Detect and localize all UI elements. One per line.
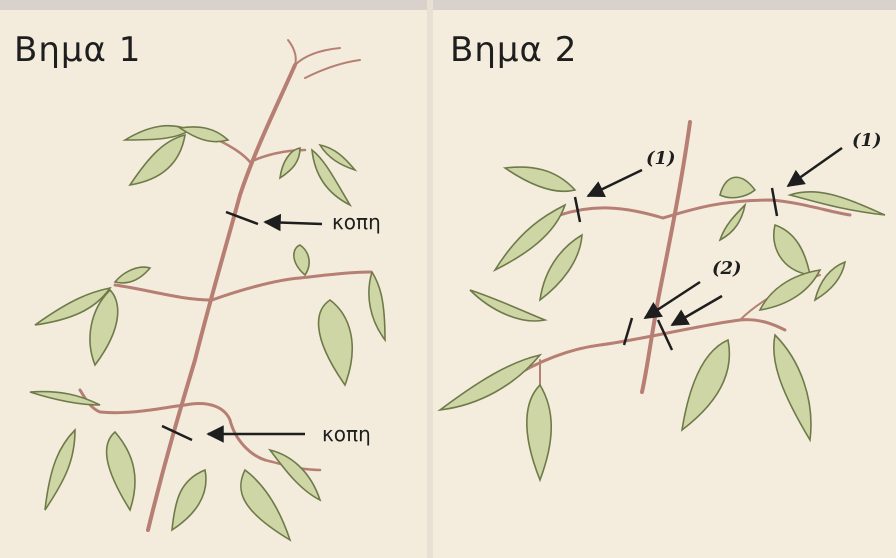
cut-marker-number: (1) [646, 148, 676, 169]
panel-divider [427, 0, 433, 558]
step-2-title: Βημα 2 [450, 30, 577, 70]
step-1-title: Βημα 1 [14, 30, 141, 70]
cut-label: κοπη [332, 210, 381, 234]
cut-marker-number: (2) [712, 258, 742, 279]
cut-marker-number: (1) [852, 130, 882, 151]
cut-label: κοπη [322, 422, 371, 446]
